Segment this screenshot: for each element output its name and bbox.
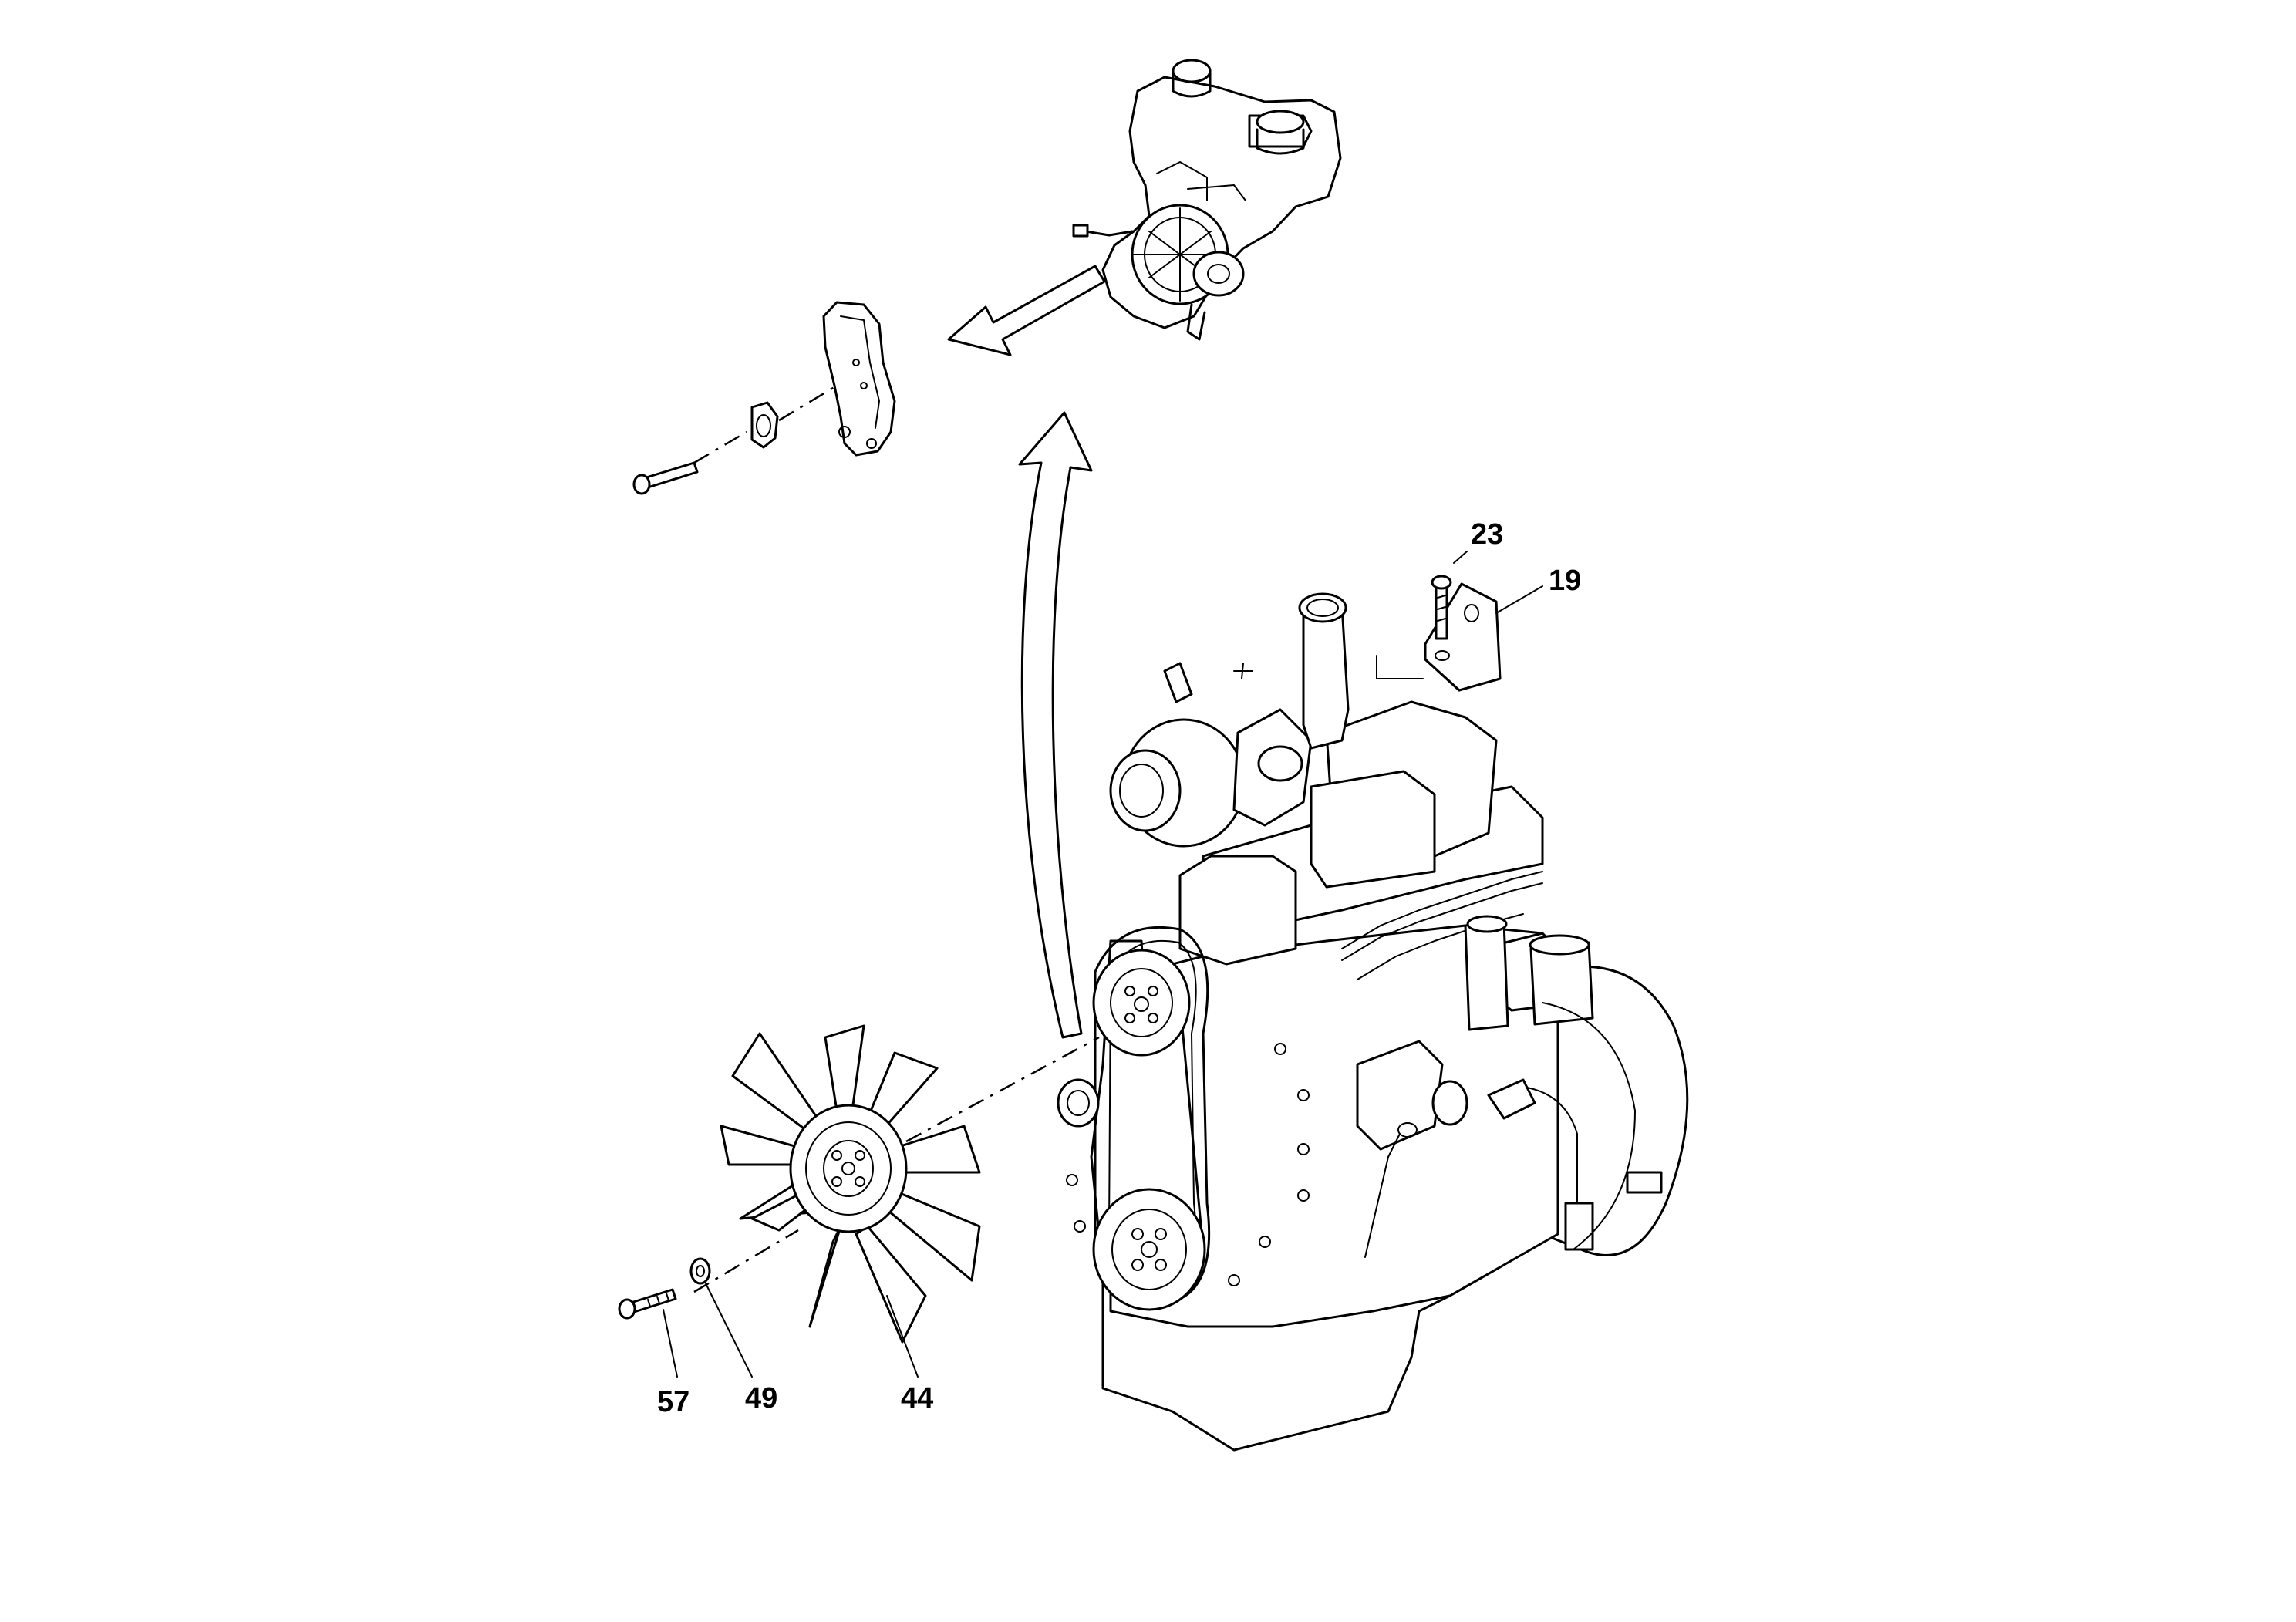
engine-assembly [1057, 592, 1689, 1452]
bolt-23 [1435, 585, 1448, 640]
callout-23: 23 [1471, 518, 1503, 551]
assembly-arrow-upper [947, 265, 1106, 356]
washer [689, 1257, 711, 1285]
callout-57: 57 [657, 1386, 689, 1418]
lifting-bracket-assembly [1376, 551, 1543, 692]
fan-bolt-centerline [693, 1229, 799, 1293]
fan-bolt [618, 1288, 677, 1320]
leader-lines [663, 1283, 919, 1378]
fan-hub [789, 1104, 908, 1233]
cover-bolts [1066, 1043, 1310, 1286]
callout-44: 44 [901, 1382, 933, 1415]
assembly-arrow-curved [1018, 411, 1093, 1039]
alternator-pump-detail [1072, 59, 1342, 341]
fan-blades [720, 1024, 981, 1344]
fan-centerline [905, 1036, 1100, 1143]
callout-49: 49 [745, 1382, 777, 1415]
mounting-bracket-detail [632, 301, 896, 495]
bracket-bolt [642, 461, 699, 489]
cooling-fan [720, 1024, 981, 1344]
callout-19: 19 [1549, 565, 1581, 597]
